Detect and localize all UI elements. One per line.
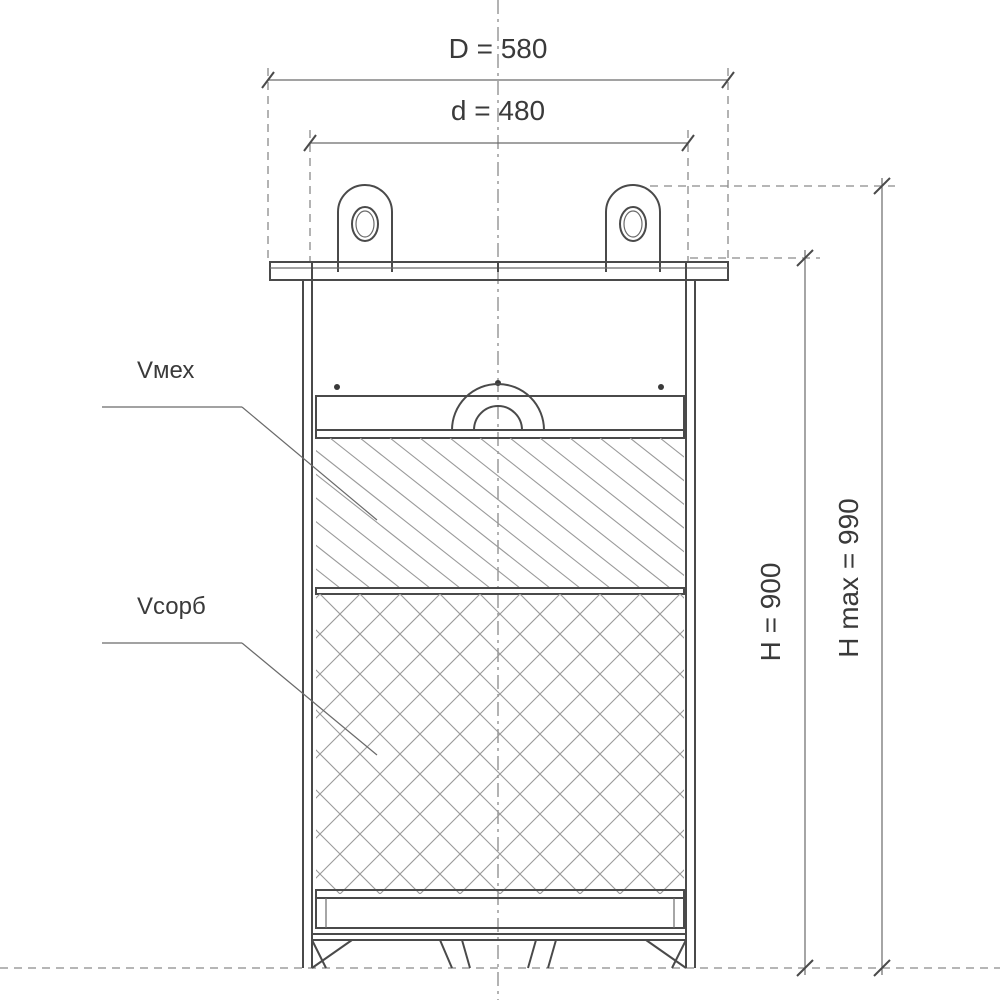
hatch-line [389, 438, 581, 588]
hatch-line [459, 669, 684, 894]
hatch-line [499, 709, 684, 894]
max-height-label: H max = 990 [833, 498, 864, 658]
hatch-line [0, 594, 80, 894]
hatch-line [316, 594, 441, 719]
hatch-line [569, 438, 684, 529]
cartridge-body [302, 280, 696, 968]
hatch-line [316, 869, 341, 894]
hatch-line [0, 594, 200, 894]
hatch-line [316, 669, 541, 894]
hatch-line [316, 594, 481, 759]
hatch-line [519, 594, 684, 759]
hatch-line [316, 594, 601, 879]
hatch-line [316, 497, 431, 588]
hatch-line [559, 594, 684, 719]
inner-diameter-label: d = 480 [451, 95, 545, 126]
outer-diameter-label: D = 580 [449, 33, 548, 64]
hatch-line [509, 438, 684, 577]
hatch-line [419, 629, 684, 894]
hatch-line [359, 594, 661, 894]
hatch-line [800, 594, 1000, 894]
max-height-dimension: H max = 990 [650, 177, 895, 977]
hatch-line [0, 594, 240, 894]
hatch-line [0, 594, 280, 894]
hatch-line [0, 594, 40, 894]
hatch-line [0, 594, 300, 894]
hatch-line [599, 594, 684, 679]
hatch-line [316, 789, 421, 894]
hatch-line [316, 594, 401, 679]
mechanical-filter-zone [315, 429, 685, 595]
hatch-line [319, 594, 621, 894]
hatch-line [316, 520, 401, 588]
hatch-line [316, 449, 491, 588]
hatch-line [0, 594, 160, 894]
lifting-lug-left [337, 184, 393, 272]
height-dimension: H = 900 [690, 249, 820, 977]
mechanical-zone-label: Vмех [137, 357, 194, 384]
hatch-line [659, 869, 684, 894]
bottom-support [311, 897, 687, 969]
hatch-line [316, 594, 521, 799]
hatch-line [316, 829, 381, 894]
hatch-line [316, 594, 321, 599]
hatch-line [316, 594, 561, 839]
hatch-line [599, 438, 684, 506]
hatch-line [619, 829, 684, 894]
hatch-line [880, 594, 1000, 894]
hatch-line [329, 438, 521, 588]
hatch-line [316, 594, 361, 639]
hatch-line [316, 473, 461, 588]
hatch-line [379, 594, 681, 894]
hatch-line [539, 749, 684, 894]
hatch-line [339, 594, 641, 894]
hatch-line [316, 749, 461, 894]
inner-diameter-dimension: d = 480 [303, 95, 695, 262]
hatch-line [0, 594, 120, 894]
hatch-line [316, 544, 371, 588]
hatch-line [679, 594, 684, 599]
outer-diameter-dimension: D = 580 [261, 33, 735, 262]
height-label: H = 900 [755, 563, 786, 662]
hatch-line [579, 789, 684, 894]
sorbent-zone-leader: Vсорб [102, 593, 378, 756]
hatch-line [316, 709, 501, 894]
lifting-lug-right [605, 184, 661, 272]
top-grid-plate [315, 383, 685, 431]
hatch-line [920, 594, 1000, 894]
hatch-line [419, 438, 611, 588]
sorbent-zone-label: Vсорб [137, 593, 206, 620]
hatch-line [960, 594, 1000, 894]
hatch-line [840, 594, 1000, 894]
hatch-line [359, 438, 551, 588]
hatch-line [316, 629, 581, 894]
bolt-left [334, 384, 340, 390]
top-flange [269, 261, 729, 281]
hatch-line [479, 594, 684, 799]
hatch-line [399, 594, 684, 879]
sorbent-zone [0, 594, 1000, 899]
hatch-line [439, 594, 684, 839]
hatch-line [539, 438, 684, 553]
hatch-line [760, 594, 1000, 894]
bolt-right [658, 384, 664, 390]
hatch-line [479, 438, 671, 588]
hatch-line [629, 438, 684, 482]
hatch-line [449, 438, 641, 588]
mechanical-zone-leader: Vмех [102, 357, 378, 521]
